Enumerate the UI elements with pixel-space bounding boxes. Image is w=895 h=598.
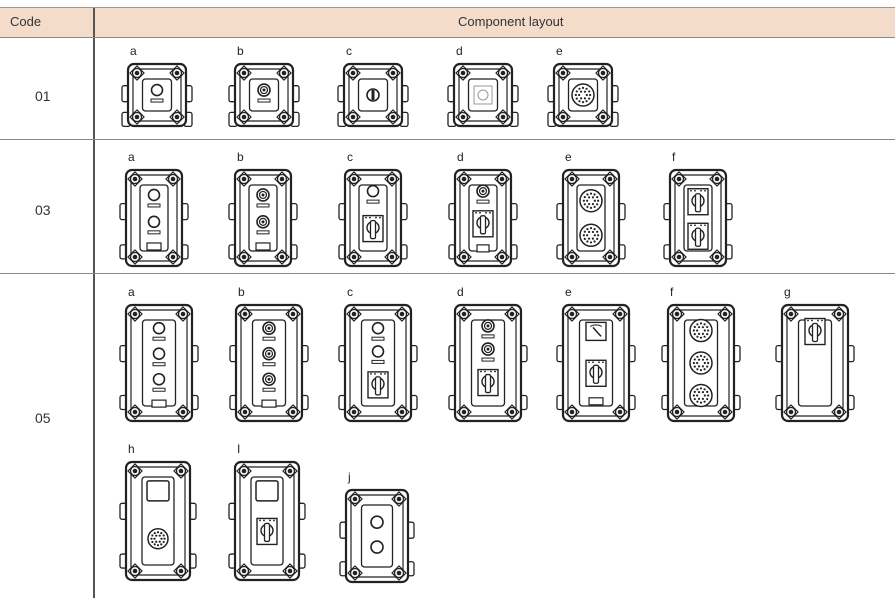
component-label-03-4: e (565, 150, 572, 164)
row-divider-03 (0, 273, 895, 274)
component-label-05-3: d (457, 285, 464, 299)
header-layout-label: Component layout (458, 14, 564, 29)
component-label-03-2: c (347, 150, 353, 164)
header-bottom-border (0, 37, 895, 38)
enclosure-05-g-icon (775, 303, 855, 423)
component-label-05-9: j (348, 470, 351, 484)
enclosure-05-a-icon (119, 303, 199, 423)
enclosure-01-e-icon (547, 62, 619, 128)
component-label-05-8: I (237, 442, 241, 456)
component-label-05-2: c (347, 285, 353, 299)
enclosure-03-e-icon (556, 168, 626, 268)
component-label-01-1: b (237, 44, 244, 58)
enclosure-03-d-icon (448, 168, 518, 268)
component-label-03-1: b (237, 150, 244, 164)
enclosure-05-j-icon (339, 488, 415, 584)
component-label-01-4: e (556, 44, 563, 58)
enclosure-05-h-icon (119, 460, 197, 582)
row-code-03: 03 (35, 202, 51, 218)
row-code-05: 05 (35, 410, 51, 426)
component-label-01-0: a (130, 44, 137, 58)
row-code-01: 01 (35, 88, 51, 104)
component-label-05-6: g (784, 285, 791, 299)
enclosure-05-d-icon (448, 303, 528, 423)
component-label-01-2: c (346, 44, 352, 58)
enclosure-03-c-icon (338, 168, 408, 268)
enclosure-01-a-icon (121, 62, 193, 128)
enclosure-05-f-icon (661, 303, 741, 423)
enclosure-05-b-icon (229, 303, 309, 423)
component-label-05-1: b (238, 285, 245, 299)
component-label-03-0: a (128, 150, 135, 164)
column-divider (93, 8, 95, 598)
header-code-label: Code (10, 14, 42, 29)
enclosure-05-e-icon (556, 303, 636, 423)
enclosure-01-d-icon (447, 62, 519, 128)
component-label-03-5: f (672, 150, 676, 164)
enclosure-03-a-icon (119, 168, 189, 268)
table-top-border (0, 7, 895, 8)
enclosure-05-c-icon (338, 303, 418, 423)
enclosure-01-b-icon (228, 62, 300, 128)
row-divider-01 (0, 139, 895, 140)
component-label-05-7: h (128, 442, 135, 456)
header-code-cell: Code (0, 8, 93, 37)
enclosure-01-c-icon (337, 62, 409, 128)
enclosure-03-f-icon (663, 168, 733, 268)
component-label-05-0: a (128, 285, 135, 299)
enclosure-05-I-icon (228, 460, 306, 582)
header-layout-cell: Component layout (95, 8, 895, 37)
component-label-03-3: d (457, 150, 464, 164)
component-label-01-3: d (456, 44, 463, 58)
component-label-05-5: f (670, 285, 674, 299)
component-label-05-4: e (565, 285, 572, 299)
enclosure-03-b-icon (228, 168, 298, 268)
